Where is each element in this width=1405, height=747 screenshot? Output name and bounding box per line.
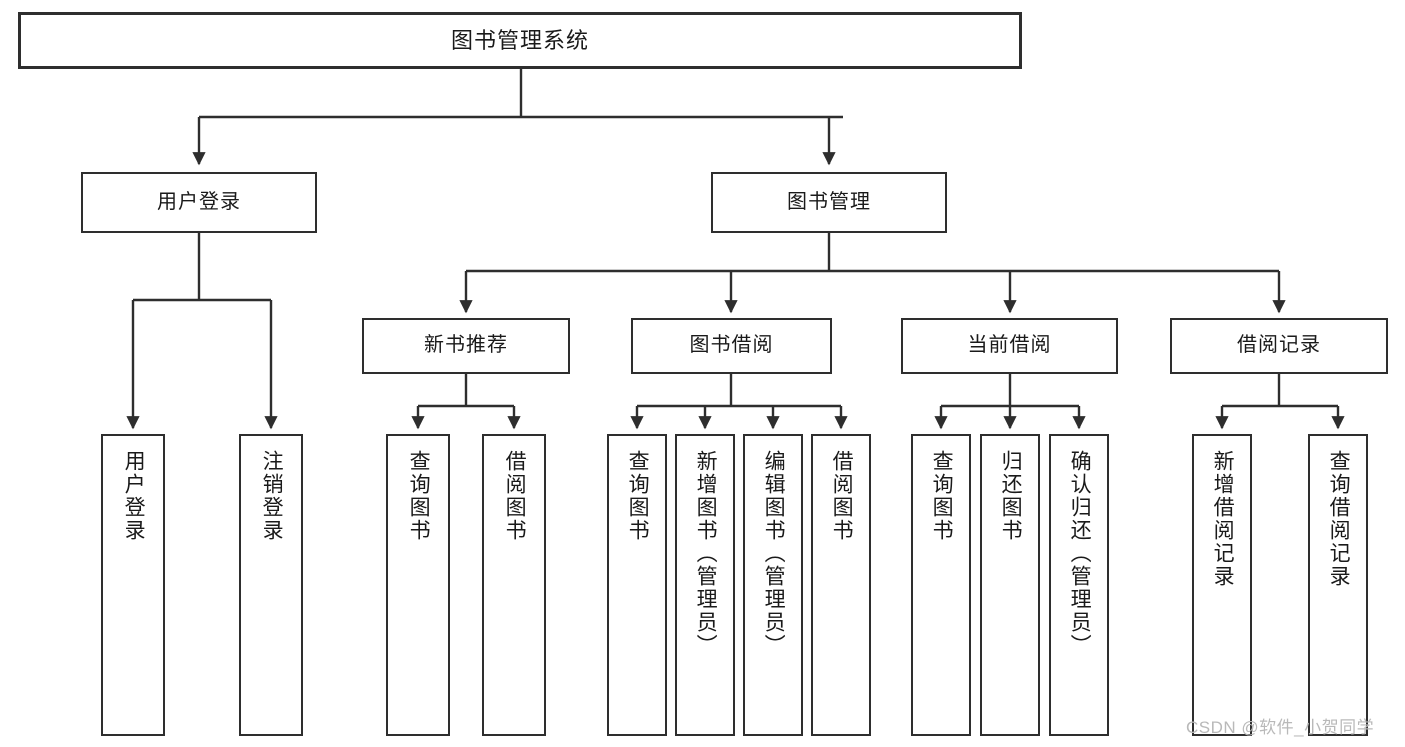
node-book-management[interactable]: 图书管理	[711, 172, 947, 233]
node-book-borrow-label: 图书借阅	[689, 334, 774, 357]
leaf-book-borrow-query[interactable]: 查询图书	[607, 434, 667, 736]
leaf-user-login-signout-label: 注销登录	[260, 450, 284, 542]
node-book-management-label: 图书管理	[787, 190, 871, 213]
leaf-current-borrow-confirm[interactable]: 确认归还（管理员）	[1049, 434, 1109, 736]
leaf-new-book-borrow[interactable]: 借阅图书	[482, 434, 546, 736]
node-book-borrow[interactable]: 图书借阅	[631, 318, 832, 374]
node-user-login-label: 用户登录	[157, 190, 241, 213]
leaf-borrow-records-query-label: 查询借阅记录	[1327, 450, 1351, 588]
leaf-current-borrow-return[interactable]: 归还图书	[980, 434, 1040, 736]
node-user-login[interactable]: 用户登录	[81, 172, 317, 233]
leaf-borrow-records-query[interactable]: 查询借阅记录	[1308, 434, 1368, 736]
leaf-book-borrow-borrow-label: 借阅图书	[830, 450, 854, 542]
leaf-borrow-records-add[interactable]: 新增借阅记录	[1192, 434, 1252, 736]
leaf-new-book-borrow-label: 借阅图书	[503, 450, 527, 542]
node-new-book-recommend-label: 新书推荐	[424, 334, 508, 357]
csdn-watermark: CSDN @软件_小贺同学	[1186, 718, 1375, 737]
node-root-system[interactable]: 图书管理系统	[18, 12, 1022, 69]
leaf-current-borrow-return-label: 归还图书	[999, 450, 1023, 542]
leaf-user-login-signout[interactable]: 注销登录	[239, 434, 303, 736]
leaf-book-borrow-edit-label: 编辑图书（管理员）	[762, 450, 786, 657]
node-current-borrow[interactable]: 当前借阅	[901, 318, 1118, 374]
leaf-book-borrow-borrow[interactable]: 借阅图书	[811, 434, 871, 736]
leaf-current-borrow-query[interactable]: 查询图书	[911, 434, 971, 736]
leaf-book-borrow-add-label: 新增图书（管理员）	[694, 450, 718, 657]
leaf-book-borrow-add[interactable]: 新增图书（管理员）	[675, 434, 735, 736]
node-borrow-records-label: 借阅记录	[1237, 334, 1321, 357]
node-root-system-label: 图书管理系统	[450, 27, 589, 53]
node-borrow-records[interactable]: 借阅记录	[1170, 318, 1388, 374]
leaf-user-login-signin[interactable]: 用户登录	[101, 434, 165, 736]
leaf-current-borrow-query-label: 查询图书	[930, 450, 954, 542]
leaf-book-borrow-edit[interactable]: 编辑图书（管理员）	[743, 434, 803, 736]
node-current-borrow-label: 当前借阅	[967, 334, 1052, 357]
node-new-book-recommend[interactable]: 新书推荐	[362, 318, 570, 374]
leaf-new-book-query-label: 查询图书	[407, 450, 431, 542]
leaf-current-borrow-confirm-label: 确认归还（管理员）	[1068, 450, 1092, 657]
leaf-borrow-records-add-label: 新增借阅记录	[1211, 450, 1235, 588]
leaf-user-login-signin-label: 用户登录	[122, 450, 146, 542]
leaf-new-book-query[interactable]: 查询图书	[386, 434, 450, 736]
leaf-book-borrow-query-label: 查询图书	[626, 450, 650, 542]
